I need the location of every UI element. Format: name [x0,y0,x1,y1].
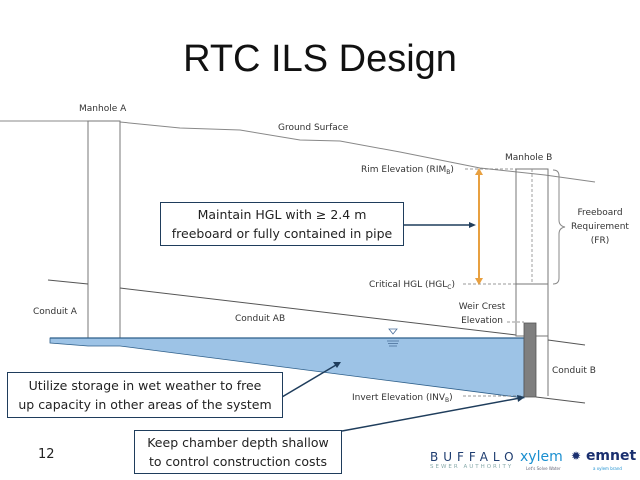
xylem-logo-name: xylem [520,449,563,465]
manhole-a-label: Manhole A [79,104,127,114]
conduit-a-crown [47,279,89,285]
callout-storage-line-2: up capacity in other areas of the system [18,397,272,412]
xylem-logo: xylem Let's Solve Water [520,449,563,471]
emnet-logo-tagline: a xylem brand [593,466,622,471]
conduit-b-crown [547,339,586,346]
emnet-drop-icon: ✹ [571,449,582,463]
callout-arrow-storage [281,362,341,398]
conduit-b-label: Conduit B [552,366,596,376]
freeboard-label-3: (FR) [591,236,609,246]
critical-hgl-label: Critical HGL (HGLC) [369,280,455,291]
freeboard-arrow [475,168,483,285]
weir-plate [523,322,537,398]
freeboard-label-2: Requirement [571,222,629,232]
rim-elevation-label: Rim Elevation (RIMB) [361,165,454,176]
invert-elevation-label: Invert Elevation (INVB) [352,393,453,404]
callout-arrow-depth [341,395,525,432]
conduit-b-invert [535,396,586,404]
callout-depth: Keep chamber depth shallow to control co… [134,430,342,474]
xylem-logo-tagline: Let's Solve Water [526,466,561,471]
callout-storage-line-1: Utilize storage in wet weather to free [28,378,262,393]
callout-arrow-hgl [404,222,476,228]
manhole-a [87,120,121,339]
buffalo-sewer-authority-logo: BUFFALO SEWER AUTHORITY [430,450,519,470]
slide-title: RTC ILS Design [183,38,457,80]
bsa-logo-name: BUFFALO [430,450,519,464]
callout-depth-line-2: to control construction costs [149,454,327,469]
callout-hgl-line-2: freeboard or fully contained in pipe [171,226,393,241]
freeboard-brace [552,169,566,285]
freeboard-label-1: Freeboard [577,208,622,218]
ground-surface-label: Ground Surface [278,123,349,133]
callout-storage: Utilize storage in wet weather to free u… [7,372,283,418]
callout-hgl-line-1: Maintain HGL with ≥ 2.4 m [197,207,367,222]
bsa-logo-subtitle: SEWER AUTHORITY [430,464,514,470]
manhole-b-label: Manhole B [505,153,552,163]
page-number: 12 [38,447,55,462]
conduit-ab-crown [119,287,517,336]
emnet-logo-name: emnet [585,448,637,464]
callout-hgl: Maintain HGL with ≥ 2.4 m freeboard or f… [160,202,404,246]
conduit-a-label: Conduit A [33,307,78,317]
weir-crest-label-1: Weir Crest [459,302,506,312]
water-surface-icon [387,328,399,347]
conduit-ab-label: Conduit AB [235,314,285,324]
callout-depth-line-1: Keep chamber depth shallow [147,435,329,450]
weir-crest-label-2: Elevation [461,316,503,326]
emnet-logo: ✹ emnet a xylem brand [571,448,637,471]
